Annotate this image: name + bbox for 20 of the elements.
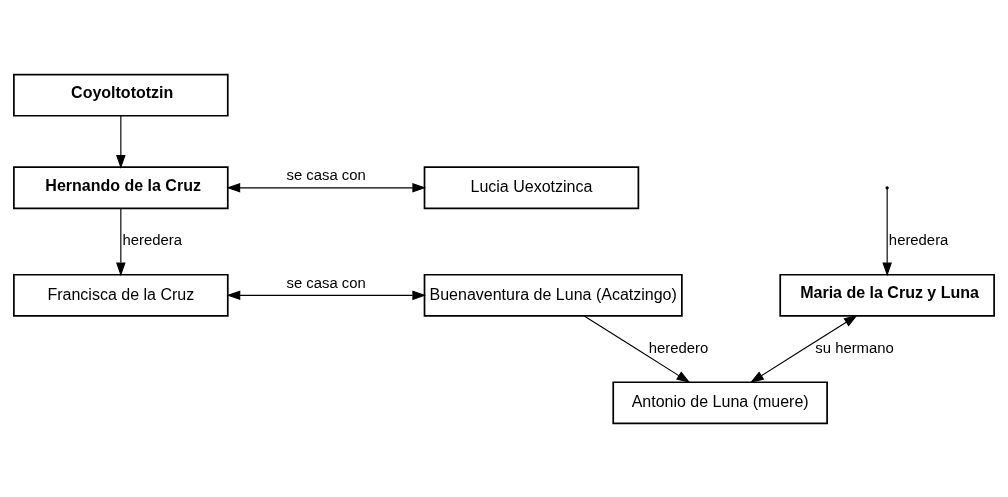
edge-label: heredera	[888, 231, 949, 248]
edge-label: su hermano	[815, 339, 894, 356]
arrow	[226, 182, 427, 193]
node-box: Maria de la Cruz y Luna	[779, 273, 995, 317]
arrow	[116, 114, 126, 169]
arrow	[226, 290, 427, 300]
arrow	[750, 314, 858, 383]
arrow	[882, 187, 892, 276]
node-box: Coyoltototzin	[13, 73, 229, 117]
node-box: Buenaventura de Luna (Acatzingo)	[423, 273, 683, 317]
edge-label: se casa con	[286, 274, 366, 291]
node-box: Lucia Uexotzinca	[423, 165, 640, 209]
node-box: Francisca de la Cruz	[13, 273, 229, 317]
arrow	[116, 207, 126, 276]
edge-label: se casa con	[286, 166, 366, 183]
edge-label: heredera	[122, 231, 183, 248]
node-box: Hernando de la Cruz	[13, 165, 229, 209]
node-box: Antonio de Luna (muere)	[612, 380, 828, 424]
arrow	[583, 314, 691, 383]
edge-label: heredero	[648, 339, 709, 356]
